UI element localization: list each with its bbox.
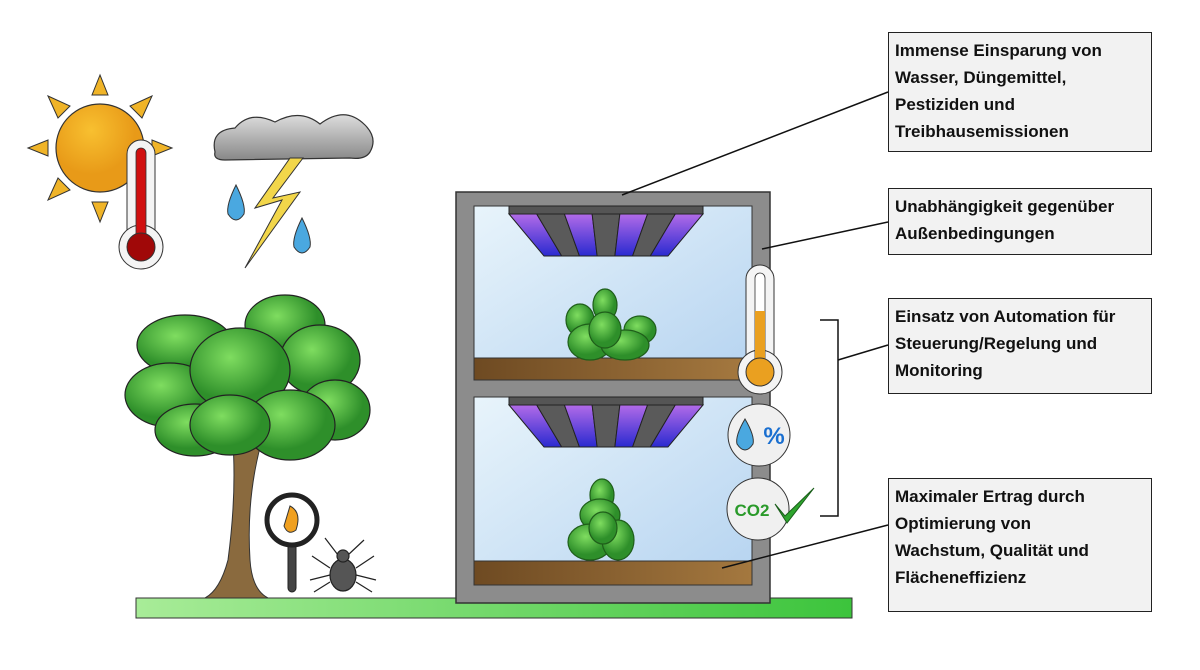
tree-icon [124, 294, 371, 599]
thermometer-icon [737, 264, 783, 395]
magnifier-icon [264, 492, 320, 593]
co2-icon: CO2 [726, 477, 815, 541]
benefit-box-yield: Maximaler Ertrag durch Optimierung von W… [888, 478, 1152, 612]
led-strip [649, 404, 705, 448]
thermometer-icon [118, 139, 164, 270]
storm-cloud-icon [213, 114, 374, 269]
box-text-line: Pestiziden und [895, 95, 1015, 114]
soil-bed [473, 560, 753, 586]
box-text-line: Außenbedingungen [895, 224, 1055, 243]
box-text-line: Wachstum, Qualität und [895, 541, 1089, 560]
box-text-line: Treibhausemissionen [895, 122, 1069, 141]
grow-light-icon [507, 205, 705, 257]
benefit-box-savings: Immense Einsparung von Wasser, Düngemitt… [888, 32, 1152, 152]
humidity-label: % [763, 423, 784, 450]
benefit-box-automation: Einsatz von Automation für Steuerung/Reg… [888, 298, 1152, 394]
checkmark-icon [774, 487, 815, 524]
bug-icon [309, 537, 377, 593]
humidity-icon: % [727, 403, 791, 467]
bracket [820, 319, 839, 517]
box-text-line: Steuerung/Regelung und [895, 334, 1098, 353]
box-text-line: Maximaler Ertrag durch [895, 487, 1085, 506]
co2-label: CO2 [735, 501, 770, 520]
box-text-line: Wasser, Düngemittel, [895, 68, 1067, 87]
plant-icon [567, 478, 635, 561]
soil-bed [473, 357, 745, 381]
box-text-line: Optimierung von [895, 514, 1031, 533]
led-strip [649, 213, 705, 257]
box-text-line: Immense Einsparung von [895, 41, 1102, 60]
box-text-line: Monitoring [895, 361, 983, 380]
benefit-box-independence: Unabhängigkeit gegenüber Außenbedingunge… [888, 188, 1152, 255]
plant-icon [565, 288, 657, 361]
box-text-line: Flächeneffizienz [895, 568, 1027, 587]
raindrop-icon [227, 183, 311, 254]
box-text-line: Einsatz von Automation für [895, 307, 1116, 326]
box-text-line: Unabhängigkeit gegenüber [895, 197, 1115, 216]
leader-lines [621, 91, 889, 569]
grow-light-icon [507, 396, 705, 448]
